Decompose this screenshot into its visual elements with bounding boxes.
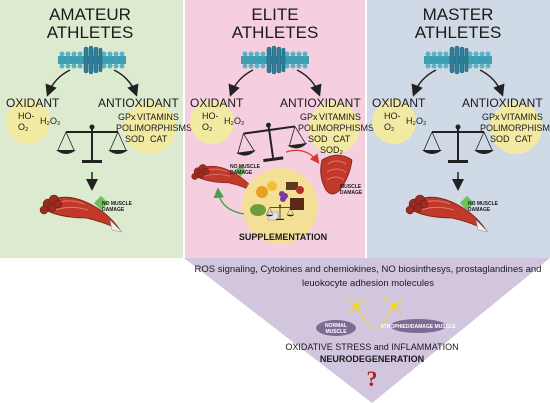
no-damage-label-1: NO MUSCLE (230, 164, 261, 170)
vitamins-label: VITAMINS (137, 112, 179, 122)
oxidant-circle (190, 100, 234, 144)
elite-title-1: ELITE (251, 5, 298, 24)
triangle-panel: ROS signaling, Cytokines and chemiokines… (195, 264, 542, 391)
sod-label: SOD (308, 134, 328, 144)
gpx-label: GPx (482, 112, 500, 122)
mediators-line-2: leuokocyte adhesion molecules (302, 278, 434, 289)
muscle-damage-label-2: DAMAGE (340, 190, 363, 196)
oxidant-label: OXIDANT (372, 96, 426, 110)
polimorphisms-label: POLIMORPHISMS (298, 123, 374, 133)
polimorphisms-label: POLIMORPHISMS (116, 123, 192, 133)
antioxidant-label: ANTIOXIDANT (98, 96, 179, 110)
sod-label: SOD (125, 134, 145, 144)
stress-label: OXIDATIVE STRESS and INFLAMMATION (285, 342, 458, 352)
ho-label: HO- (384, 111, 401, 121)
mediators-line-1: ROS signaling, Cytokines and chemiokines… (195, 264, 542, 275)
antioxidant-circle (308, 102, 360, 154)
normal-label-2: MUSCLE (325, 329, 347, 335)
ho-label: HO- (202, 111, 219, 121)
no-damage-label-2: DAMAGE (468, 207, 491, 213)
antioxidant-circle (490, 102, 542, 154)
neuron-icon (345, 297, 373, 331)
vitamins-label: VITAMINS (319, 112, 361, 122)
oxidant-circle (6, 100, 50, 144)
cat-label: CAT (150, 134, 168, 144)
amateur-panel: AMATEUR ATHLETES OXIDANT HO- O₂ H₂O₂ ANT… (6, 5, 192, 233)
master-title-1: MASTER (423, 5, 494, 24)
food-icon (250, 181, 304, 221)
normal-muscle-icon (316, 320, 356, 336)
antioxidant-label: ANTIOXIDANT (462, 96, 543, 110)
atrophied-muscle-icon (390, 319, 446, 333)
antioxidant-label: ANTIOXIDANT (280, 96, 361, 110)
cat-label: CAT (515, 134, 533, 144)
h2o2-label: H₂O₂ (224, 116, 245, 126)
question-mark: ? (367, 366, 378, 391)
muscle-damage-label-1: MUSCLE (340, 184, 362, 190)
master-title-2: ATHLETES (415, 23, 502, 42)
amateur-title-1: AMATEUR (49, 5, 131, 24)
neuron-icon (377, 297, 405, 331)
amateur-title-2: ATHLETES (47, 23, 134, 42)
gpx-label: GPx (300, 112, 318, 122)
damaged-muscle-icon (320, 154, 353, 195)
vitamins-label: VITAMINS (501, 112, 543, 122)
antioxidant-circle (124, 102, 176, 154)
atrophied-label: ATROPHIED/DAMAGE MUSCLE (380, 324, 456, 330)
gpx-label: GPx (118, 112, 136, 122)
oxidant-label: OXIDANT (6, 96, 60, 110)
no-damage-label-1: NO MUSCLE (102, 201, 133, 207)
elite-title-2: ATHLETES (232, 23, 319, 42)
normal-label-1: NORMAL (325, 323, 347, 329)
sod-label: SOD (490, 134, 510, 144)
ho-label: HO- (18, 111, 35, 121)
elite-panel: ELITE ATHLETES OXIDANT HO- O₂ H₂O₂ ANTIO… (190, 5, 374, 244)
supplementation-label: SUPPLEMENTATION (239, 232, 327, 242)
no-damage-label-1: NO MUSCLE (468, 201, 499, 207)
o2-label: O₂ (18, 122, 29, 132)
sod2-label: SOD₂ (320, 145, 344, 155)
oxidant-label: OXIDANT (190, 96, 244, 110)
h2o2-label: H₂O₂ (40, 116, 61, 126)
oxidant-circle (372, 100, 416, 144)
cat-label: CAT (333, 134, 351, 144)
no-damage-label-2: DAMAGE (230, 170, 253, 176)
h2o2-label: H₂O₂ (406, 116, 427, 126)
o2-label: O₂ (384, 122, 395, 132)
master-panel: MASTER ATHLETES OXIDANT HO- O₂ H₂O₂ ANTI… (372, 5, 550, 233)
polimorphisms-label: POLIMORPHISMS (480, 123, 550, 133)
triangle-panel-bg (184, 258, 550, 403)
o2-label: O₂ (202, 122, 213, 132)
neurodegeneration-label: NEURODEGENERATION (320, 354, 424, 364)
no-damage-label-2: DAMAGE (102, 207, 125, 213)
